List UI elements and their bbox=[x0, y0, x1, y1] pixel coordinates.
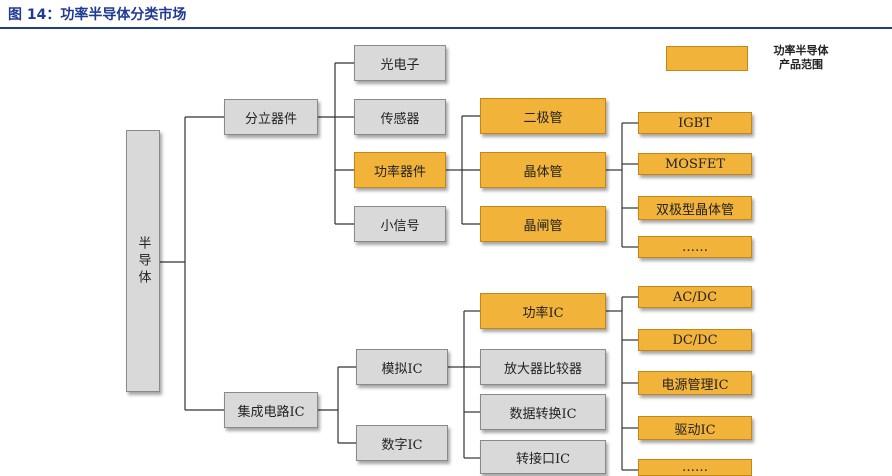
node-interface-ic: 转接口IC bbox=[480, 440, 606, 474]
node-digital-ic: 数字IC bbox=[356, 425, 448, 461]
node-discrete-devices: 分立器件 bbox=[224, 99, 318, 135]
node-bjt: 双极型晶体管 bbox=[638, 196, 752, 220]
node-amplifier-comparator: 放大器比较器 bbox=[480, 349, 606, 385]
node-pmic: 电源管理IC bbox=[638, 371, 752, 395]
node-power-ic-more: …… bbox=[638, 459, 752, 476]
node-semiconductor: 半导体 bbox=[126, 130, 160, 392]
node-diode: 二极管 bbox=[480, 98, 606, 134]
node-dcdc: DC/DC bbox=[638, 329, 752, 351]
node-power-ic: 功率IC bbox=[480, 293, 606, 329]
node-power-device: 功率器件 bbox=[354, 152, 446, 188]
node-thyristor: 晶闸管 bbox=[480, 206, 606, 242]
node-transistor: 晶体管 bbox=[480, 152, 606, 188]
node-mosfet: MOSFET bbox=[638, 153, 752, 175]
node-optoelectronic: 光电子 bbox=[354, 45, 446, 81]
legend-line-2: 产品范围 bbox=[779, 58, 823, 71]
legend-swatch bbox=[666, 46, 748, 71]
node-driver-ic: 驱动IC bbox=[638, 416, 752, 440]
node-transistor-more: …… bbox=[638, 236, 752, 258]
legend-label: 功率半导体 产品范围 bbox=[756, 44, 846, 72]
node-acdc: AC/DC bbox=[638, 286, 752, 308]
node-integrated-circuit: 集成电路IC bbox=[224, 392, 318, 428]
node-data-converter: 数据转换IC bbox=[480, 394, 606, 430]
node-analog-ic: 模拟IC bbox=[356, 349, 448, 385]
node-igbt: IGBT bbox=[638, 112, 752, 134]
figure-caption: 图 14：功率半导体分类市场 bbox=[8, 7, 187, 23]
caption-rule bbox=[0, 27, 892, 29]
node-small-signal: 小信号 bbox=[354, 206, 446, 242]
legend-line-1: 功率半导体 bbox=[773, 44, 829, 57]
node-sensor: 传感器 bbox=[354, 99, 446, 135]
